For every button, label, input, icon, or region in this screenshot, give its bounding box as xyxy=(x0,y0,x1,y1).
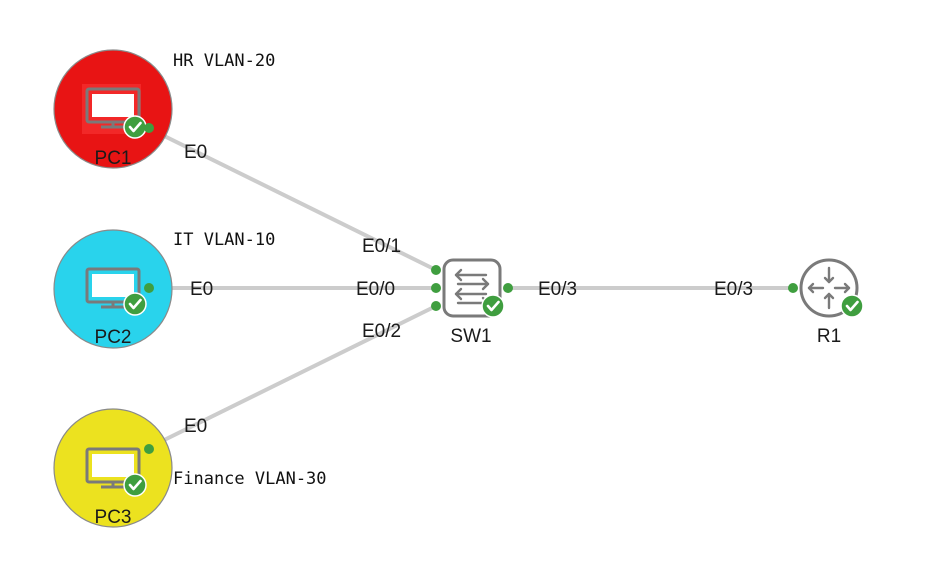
port-label-pc2-e0: E0 xyxy=(190,279,213,300)
node-name: PC1 xyxy=(95,148,132,169)
node-r1[interactable]: R1 xyxy=(788,258,864,347)
status-ok-icon xyxy=(481,294,505,318)
node-sw1[interactable]: SW1 xyxy=(431,258,513,347)
status-ok-icon xyxy=(123,115,147,139)
node-pc3[interactable]: PC3 Finance VLAN-30 xyxy=(53,408,327,528)
vlan-label: IT VLAN-10 xyxy=(173,230,275,250)
port-dot[interactable] xyxy=(144,444,154,454)
node-pc2[interactable]: PC2 IT VLAN-10 xyxy=(53,229,275,349)
port-dot[interactable] xyxy=(431,301,441,311)
node-name: PC3 xyxy=(95,507,132,528)
port-label-sw1-e0-2: E0/2 xyxy=(362,321,401,342)
port-label-sw1-e0-1: E0/1 xyxy=(362,236,401,257)
node-name: R1 xyxy=(817,326,841,347)
port-dot[interactable] xyxy=(144,123,154,133)
node-name: SW1 xyxy=(450,326,491,347)
link-pc1-sw1[interactable] xyxy=(147,126,437,272)
port-label-sw1-e0-3: E0/3 xyxy=(538,279,577,300)
monitor-icon xyxy=(85,87,141,129)
port-label-pc1-e0: E0 xyxy=(184,142,207,163)
port-label-pc3-e0: E0 xyxy=(184,416,207,437)
monitor-icon xyxy=(85,267,141,309)
port-label-r1-e0-3: E0/3 xyxy=(714,279,753,300)
monitor-icon xyxy=(85,447,141,489)
port-dot[interactable] xyxy=(144,283,154,293)
status-ok-icon xyxy=(840,294,864,318)
port-dot[interactable] xyxy=(788,283,798,293)
port-dot[interactable] xyxy=(431,265,441,275)
port-dot[interactable] xyxy=(503,283,513,293)
links xyxy=(147,126,793,450)
node-name: PC2 xyxy=(95,327,132,348)
status-ok-icon xyxy=(123,292,147,316)
port-dot[interactable] xyxy=(431,283,441,293)
status-ok-icon xyxy=(123,473,147,497)
vlan-label: Finance VLAN-30 xyxy=(173,469,327,489)
port-label-sw1-e0-0: E0/0 xyxy=(356,279,395,300)
vlan-label: HR VLAN-20 xyxy=(173,51,275,71)
node-pc1[interactable]: PC1 HR VLAN-20 xyxy=(53,49,275,169)
link-pc3-sw1[interactable] xyxy=(147,304,437,450)
port-labels: E0 E0/1 E0 E0/0 E0/2 E0 E0/3 E0/3 xyxy=(184,142,753,437)
